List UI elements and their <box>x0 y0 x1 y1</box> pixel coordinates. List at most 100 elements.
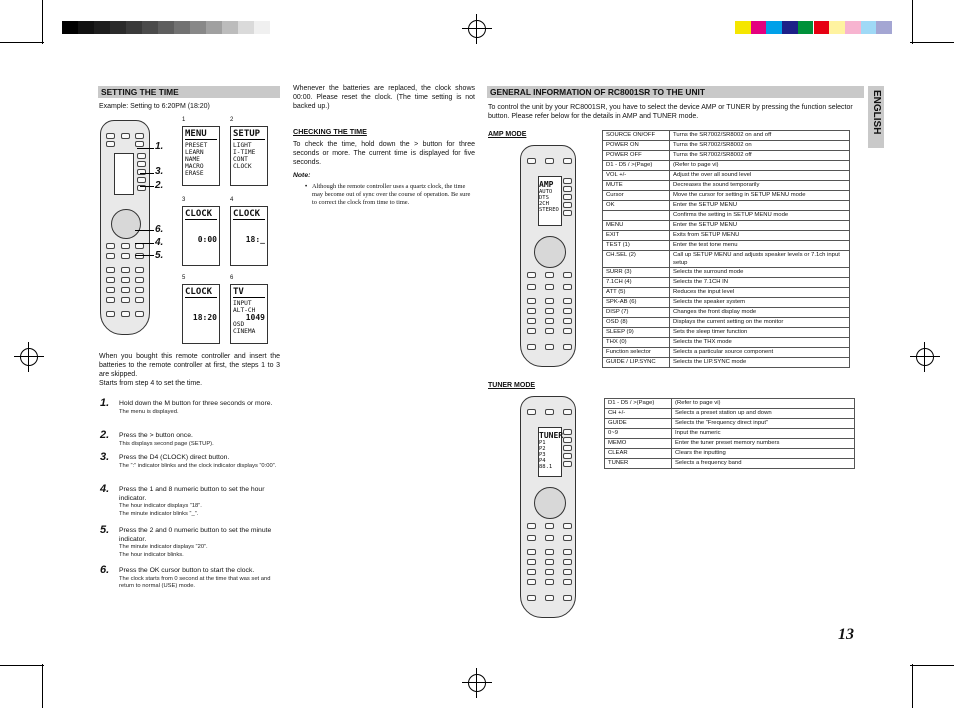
table-row: VOL +/-Adjust the over all sound level <box>602 170 850 181</box>
checking-heading: CHECKING THE TIME <box>293 127 367 136</box>
table-description: Displays the current setting on the moni… <box>669 317 850 328</box>
step-instruction: Press the > button once. <box>119 432 193 439</box>
remote-lcd-line: AUTO <box>539 189 553 195</box>
remote-lcd-line: TUNER <box>539 431 564 440</box>
grayscale-swatch <box>62 21 78 34</box>
lcd-panel: CLOCK 0:00 <box>182 206 220 266</box>
step-text: Hold down the M button for three seconds… <box>119 400 279 416</box>
lcd-panel-line: 18:_ <box>245 235 265 244</box>
note-label: Note: <box>293 172 311 179</box>
table-key: D1 - D5 / >(Page) <box>602 160 670 171</box>
crop-mark <box>0 665 44 666</box>
remote-lcd-line: P4 <box>539 458 546 464</box>
color-swatch <box>735 21 751 34</box>
lcd-panel-title: CLOCK <box>233 209 265 220</box>
step-result: The minute indicator displays “20”. <box>119 544 208 551</box>
color-swatch <box>876 21 892 34</box>
lcd-panel-line: MACRO <box>185 163 204 170</box>
step-text: Press the 1 and 8 numeric button to set … <box>119 486 279 518</box>
grayscale-swatch <box>110 21 126 34</box>
note-text: Although the remote controller uses a qu… <box>312 183 471 207</box>
table-key: SLEEP (9) <box>602 327 670 338</box>
tuner-mode-heading: TUNER MODE <box>488 382 536 389</box>
table-row: ATT (5)Reduces the input level <box>602 287 850 298</box>
table-description: Selects the THX mode <box>669 337 850 348</box>
lcd-panel-title: MENU <box>185 129 217 140</box>
table-description: Selects the 7.1CH IN <box>669 277 850 288</box>
step-result: The hour indicator displays “18”. <box>119 503 202 510</box>
color-swatch <box>750 21 767 34</box>
lcd-panel-line: CONT <box>233 156 248 163</box>
language-tab-label: ENGLISH <box>871 90 882 135</box>
crop-mark <box>910 665 954 666</box>
example-text: Example: Setting to 6:20PM (18:20) <box>99 103 210 110</box>
remote-lcd-line: 2CH <box>539 201 549 207</box>
step-result: This displays second page (SETUP). <box>119 440 214 447</box>
table-description: Reduces the input level <box>669 287 850 298</box>
color-swatch <box>860 21 877 34</box>
lcd-panel-line: NAME <box>185 156 200 163</box>
registration-mark <box>910 342 940 372</box>
table-key: SOURCE ON/OFF <box>602 130 670 141</box>
table-description: Enter the SETUP MENU <box>669 220 850 231</box>
table-description: Call up SETUP MENU and adjusts speaker l… <box>669 250 850 268</box>
lcd-panel-line: 0:00 <box>197 235 217 244</box>
color-swatch <box>813 21 830 34</box>
lcd-panel-number: 6 <box>230 275 234 281</box>
callout-step-6: 6. <box>155 224 164 235</box>
table-description: Selects the speaker system <box>669 297 850 308</box>
table-description: Selects a frequency band <box>671 458 855 469</box>
table-row: DISP (7)Changes the front display mode <box>602 307 850 318</box>
crop-mark <box>912 0 913 44</box>
table-key: Function selector <box>602 347 670 358</box>
table-description: Turns the SR7002/SR8002 on <box>669 140 850 151</box>
step-number: 2. <box>100 429 110 441</box>
remote-lcd-line: P1 <box>539 440 546 446</box>
remote-illustration <box>100 120 150 335</box>
lcd-panel-title: CLOCK <box>185 209 217 220</box>
table-key: 7.1CH (4) <box>602 277 670 288</box>
table-key: D1 - D5 / >(Page) <box>604 398 672 409</box>
table-description: Changes the front display mode <box>669 307 850 318</box>
intro-text: When you bought this remote controller a… <box>99 353 280 379</box>
callout-step-2: 2. <box>155 180 164 191</box>
table-key: GUIDE <box>604 418 672 429</box>
table-description: Adjust the over all sound level <box>669 170 850 181</box>
table-row: Confirms the setting in SETUP MENU mode <box>602 210 850 221</box>
step-result: The clock starts from 0 second at the ti… <box>119 575 271 590</box>
table-key: CH +/- <box>604 408 672 419</box>
callout-step-1: 1. <box>155 141 164 152</box>
table-key: MENU <box>602 220 670 231</box>
table-key: SPK-AB (6) <box>602 297 670 308</box>
table-description: Enter the SETUP MENU <box>669 200 850 211</box>
table-key: GUIDE / LIP.SYNC <box>602 357 670 368</box>
lcd-panel-line: PRESET <box>185 142 208 149</box>
step-number: 6. <box>100 564 110 576</box>
lcd-panel-line: I-TIME <box>233 149 256 156</box>
checking-text: To check the time, hold down the > butto… <box>293 141 475 167</box>
lcd-panel-line <box>185 300 217 307</box>
table-key: MEMO <box>604 438 672 449</box>
lcd-panel-line: ERASE <box>185 170 204 177</box>
table-row: SURR (3)Selects the surround mode <box>602 267 850 278</box>
crop-mark <box>0 42 44 43</box>
grayscale-swatch <box>94 21 110 34</box>
color-swatch <box>797 21 814 34</box>
table-row: TEST (1)Enter the test tone menu <box>602 240 850 251</box>
lcd-panel-line: OSD <box>233 321 245 328</box>
grayscale-swatch <box>206 21 222 34</box>
amp-mode-heading: AMP MODE <box>488 131 527 138</box>
step-instruction: Hold down the M button for three seconds… <box>119 400 273 407</box>
table-row: THX (0)Selects the THX mode <box>602 337 850 348</box>
color-swatch <box>766 21 783 34</box>
grayscale-swatch <box>174 21 190 34</box>
